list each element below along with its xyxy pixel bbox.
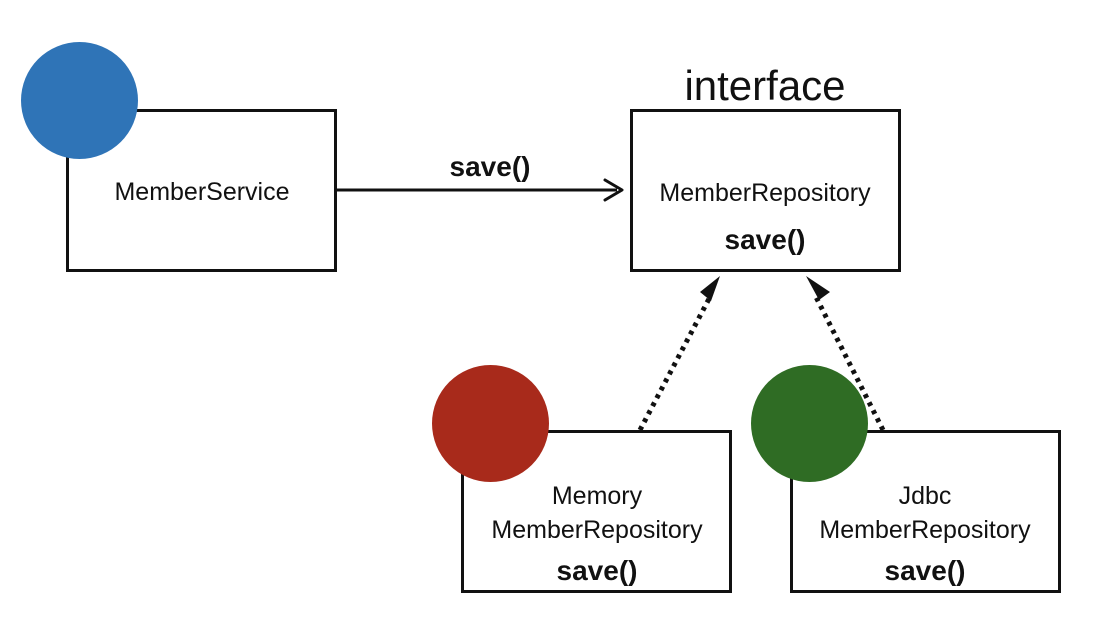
- member-service-indicator: [21, 42, 138, 159]
- memory-member-repository-indicator: [432, 365, 549, 482]
- interface-title: interface: [684, 62, 846, 109]
- member-repository-interface-label: MemberRepository: [659, 179, 871, 207]
- memory-member-repository-method: save(): [556, 555, 638, 586]
- jdbc-member-repository-indicator: [751, 365, 868, 482]
- jdbc-implements-arrowhead: [806, 276, 830, 300]
- memory-member-repository-line2: MemberRepository: [491, 516, 703, 544]
- jdbc-member-repository-line2: MemberRepository: [819, 516, 1031, 544]
- member-service-label: MemberService: [114, 178, 290, 206]
- memory-implements-arrowhead: [700, 276, 720, 301]
- member-repository-interface-box: [630, 109, 901, 272]
- jdbc-implements-arrow-line: [812, 293, 886, 432]
- memory-member-repository-line1: Memory: [551, 482, 643, 510]
- memory-implements-arrow-line: [637, 293, 714, 432]
- service-to-interface-arrowhead: [603, 178, 624, 202]
- jdbc-member-repository-method: save(): [884, 555, 966, 586]
- service-call-method-label: save(): [449, 151, 531, 182]
- member-repository-interface-method: save(): [724, 224, 806, 255]
- jdbc-member-repository-line1: Jdbc: [898, 482, 952, 510]
